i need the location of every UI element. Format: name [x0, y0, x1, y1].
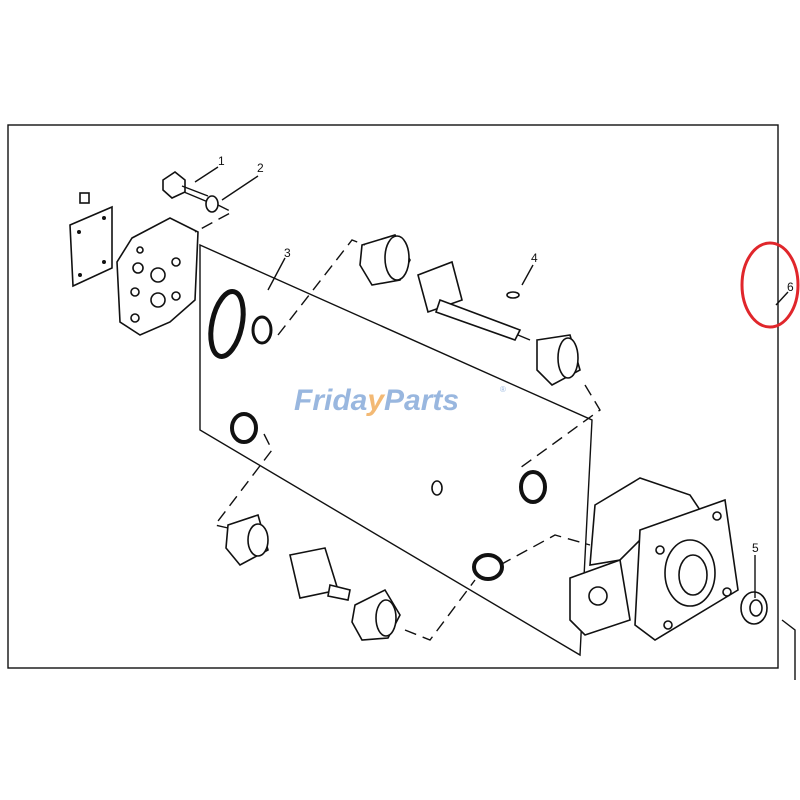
bolt	[162, 171, 209, 203]
watermark-text: FridayParts	[294, 384, 459, 417]
diagram-frame	[7, 124, 779, 669]
callout-leaders	[194, 166, 789, 598]
registered-mark: ®	[500, 385, 506, 394]
callout-4: 4	[531, 251, 538, 265]
washer	[205, 195, 219, 213]
callout-3: 3	[284, 246, 291, 260]
callout-1: 1	[218, 154, 225, 168]
callout-6: 6	[787, 280, 794, 294]
small-cover-plate	[69, 192, 113, 288]
outside-leader	[781, 619, 796, 680]
highlight-circle	[740, 241, 800, 329]
callout-5: 5	[752, 541, 759, 555]
driven-gear-shaft	[225, 513, 401, 641]
leader-dash	[519, 384, 601, 469]
leader-dash	[194, 204, 234, 233]
leader-dash	[277, 239, 366, 336]
leader-dash	[499, 534, 591, 566]
leader-dash	[213, 433, 273, 529]
leader-dash	[404, 579, 476, 641]
end-cover	[116, 217, 199, 336]
pump-housing	[569, 477, 739, 641]
drive-gear-shaft	[359, 234, 581, 386]
shaft-seal	[740, 591, 768, 625]
callout-2: 2	[257, 161, 264, 175]
watermark-logo: FridayParts ®	[294, 384, 506, 417]
gasket-plate	[199, 243, 593, 657]
